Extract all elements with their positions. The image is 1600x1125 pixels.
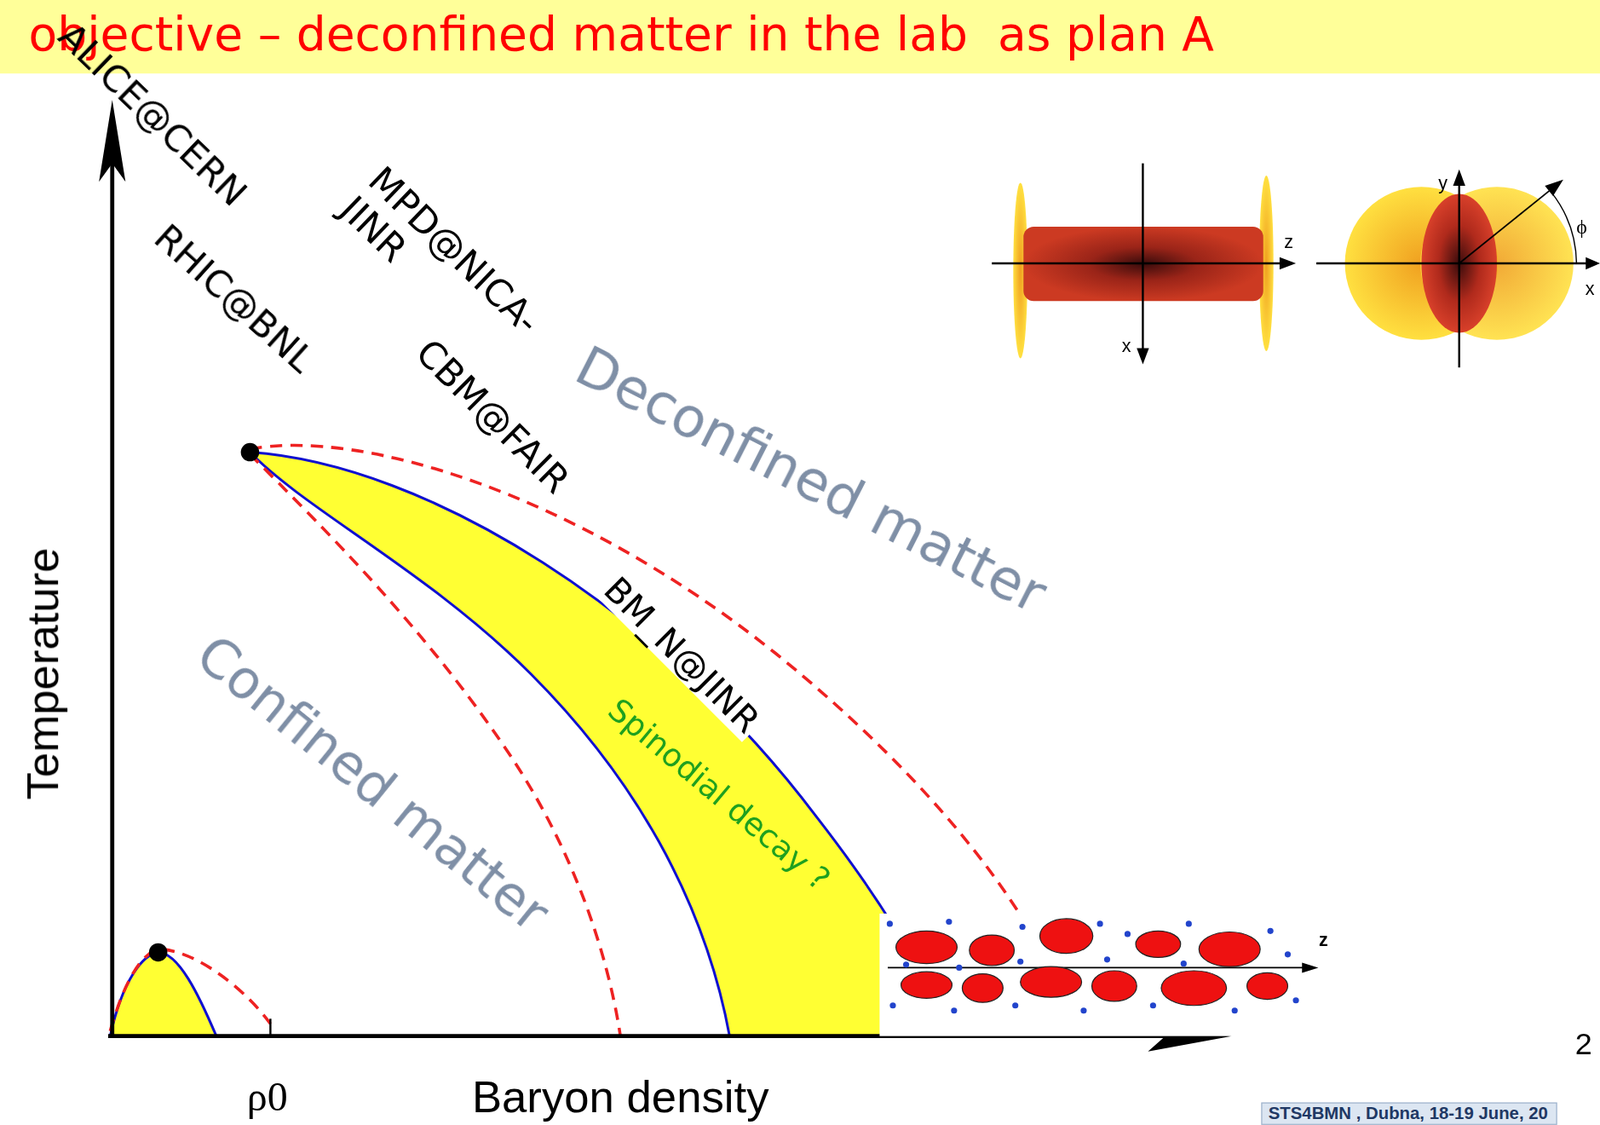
art-polygon (1136, 347, 1149, 364)
axis-letter: z (1283, 232, 1294, 254)
art-circle (1124, 930, 1131, 937)
axis-letter: z (1318, 930, 1329, 951)
art-ellipse (896, 930, 958, 963)
art-g (886, 918, 1300, 1013)
art-line (991, 262, 1284, 265)
art-circle (1267, 927, 1274, 934)
angle-symbol: ϕ (1576, 215, 1588, 238)
art-circle (1012, 1001, 1019, 1008)
art-ellipse (1161, 970, 1227, 1006)
spinodal-label: Spinodial decay ? (602, 691, 838, 898)
art-circle (889, 1001, 896, 1008)
art-circle (945, 918, 952, 925)
art-ellipse (1020, 966, 1083, 997)
art-polygon (1544, 179, 1564, 196)
critical-point (241, 443, 260, 462)
art-circle (950, 1007, 957, 1013)
art-line (1458, 181, 1461, 368)
slide-title: objective – deconfined matter in the lab… (28, 5, 1215, 62)
axis-title: Temperature (17, 547, 68, 800)
art-circle (1185, 920, 1192, 927)
facility-label: RHIC@BNL (147, 216, 323, 380)
rho0-tick (269, 1018, 271, 1036)
art-polygon (1585, 257, 1600, 270)
art-ellipse (1198, 932, 1261, 967)
footer-text: STS4BMN , Dubna, 18-19 June, 20 (1268, 1103, 1551, 1124)
art-ellipse (1039, 918, 1093, 954)
art-line (1459, 187, 1554, 264)
art-circle (1231, 1007, 1238, 1013)
art-path (1551, 191, 1577, 264)
tick-label: ρ0 (247, 1074, 288, 1120)
art-g (896, 918, 1289, 1006)
art-ellipse (1135, 930, 1181, 957)
nuclear-dashed-line (109, 949, 271, 1031)
art-circle (955, 964, 962, 971)
facility-label: CBM@FAIR (408, 332, 577, 501)
collision-transverse-view (1316, 169, 1600, 368)
art-polygon (1279, 257, 1296, 270)
art-circle (1097, 920, 1104, 927)
footer-box: STS4BMN , Dubna, 18-19 June, 20 (1260, 1102, 1557, 1125)
nuclear-critical-point (149, 943, 168, 962)
art-circle (1017, 958, 1024, 965)
art-polygon (1453, 169, 1466, 186)
art-circle (903, 961, 910, 967)
art-circle (1104, 955, 1111, 962)
nuclear-spinodal-line (109, 951, 158, 1036)
art-circle (1180, 960, 1187, 967)
art-ellipse (1092, 970, 1138, 1002)
region-label: Deconfined matter (564, 333, 1059, 626)
art-line (1141, 163, 1144, 353)
art-ellipse (901, 971, 953, 998)
art-ellipse (1247, 972, 1289, 999)
art-circle (886, 920, 893, 927)
art-circle (1150, 1001, 1157, 1008)
axis-letter: y (1438, 173, 1448, 195)
art-line (887, 966, 1307, 969)
axis-title: Baryon density (471, 1072, 770, 1123)
art-circle (1284, 950, 1291, 957)
axis-letter: x (1122, 336, 1132, 357)
art-circle (1080, 1007, 1087, 1013)
page-number: 2 (1575, 1025, 1593, 1060)
art-ellipse (961, 973, 1003, 1003)
collision-side-view (991, 163, 1296, 365)
art-circle (1019, 923, 1026, 930)
art-ellipse (969, 934, 1015, 966)
axis-letter: x (1585, 279, 1595, 300)
nuclear-coexistence-region (109, 951, 217, 1036)
art-polygon (1301, 961, 1318, 973)
region-label: Confined matter (185, 624, 560, 944)
art-line (1316, 262, 1592, 265)
temperature-axis (109, 153, 115, 1036)
fragmentation-picture (879, 913, 1318, 1036)
art-rect (879, 913, 1317, 1036)
art-circle (1292, 996, 1299, 1003)
